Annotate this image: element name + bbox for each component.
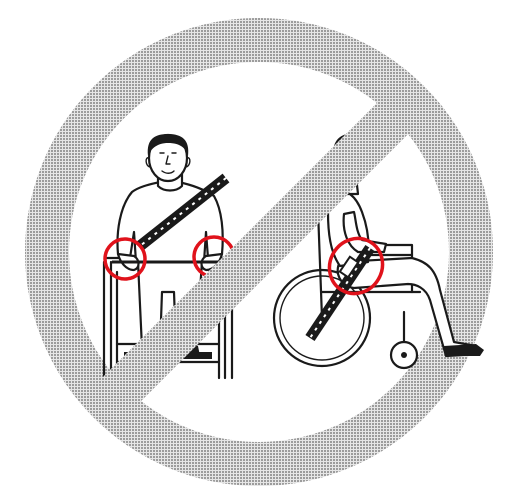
side-front-caster (391, 312, 417, 368)
